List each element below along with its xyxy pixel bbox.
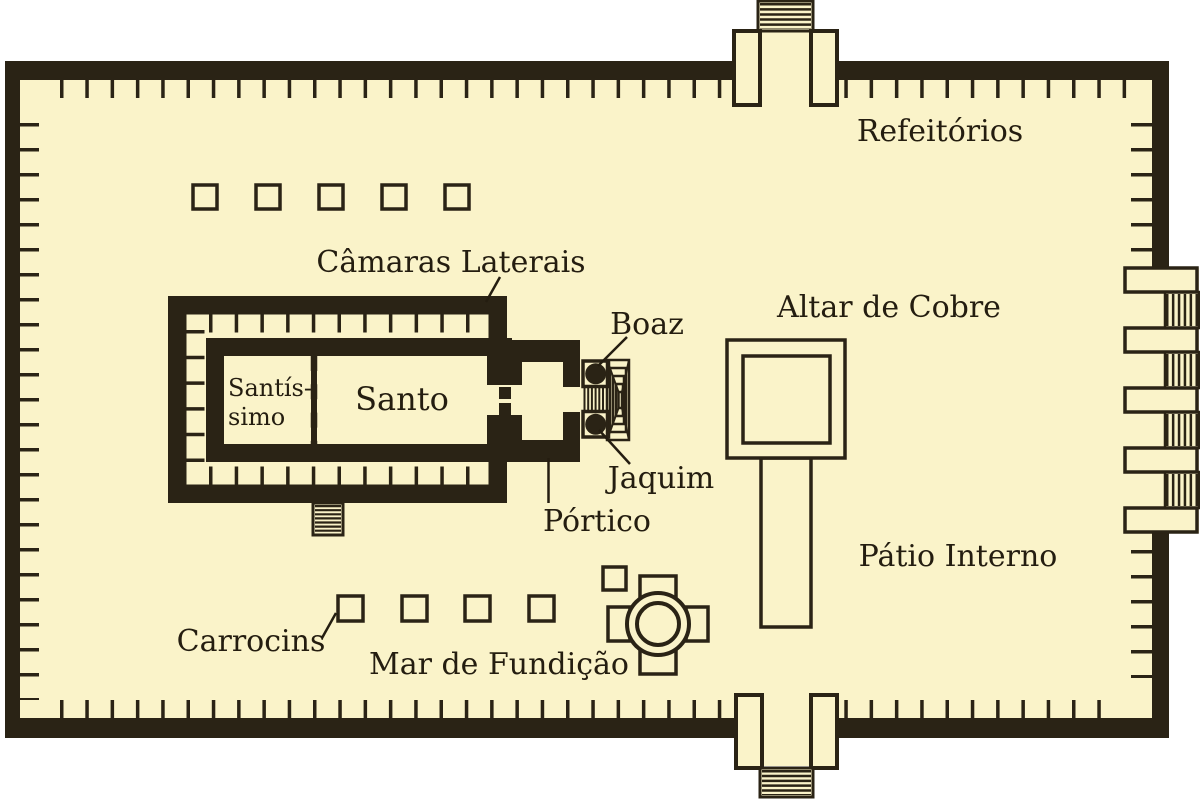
north-gate [732,0,839,107]
enclosure-stairs-border [311,501,345,537]
molten-sea [601,565,710,676]
laver-cart [601,565,628,592]
pointer-lines [320,276,631,639]
pointer-carrocins [320,612,338,639]
east-stairs-1 [1163,290,1200,330]
label-portico: Pórtico [543,504,651,539]
pillar-base [443,183,471,211]
entrance-frame-5 [617,390,624,410]
portico-west-wall-upper [510,362,522,387]
east-room-1 [1123,266,1199,294]
label-patio-interno: Pátio Interno [859,539,1058,574]
label-refeitorios: Refeitórios [857,114,1023,149]
colonnade-ticks [19,80,1152,718]
east-gate-chambers [1123,266,1200,534]
portico-front [581,358,631,442]
pointer-boaz [597,336,628,367]
pillar-base [254,183,282,211]
east-chamber-rooms [1123,266,1199,534]
jaquim-pillar [585,413,607,435]
portico-east-wall-upper [563,362,580,387]
pointer-camaras-laterais [484,276,502,303]
pillar-base [317,183,345,211]
portico-interior [522,362,563,440]
laver-cart [400,594,429,623]
entrance-steps [605,358,631,442]
altar-ramp [759,456,813,629]
laver-cart [463,594,492,623]
bronze-altar [725,338,847,629]
north-gate-west-tower [732,29,762,107]
north-gate-east-tower [809,29,839,107]
most-holy-room [224,356,311,444]
entrance-frame-2 [608,366,628,434]
enclosure-stairs [311,501,345,537]
east-room-5 [1123,506,1199,534]
sea-basin-inner [635,601,681,647]
laver-cart [336,594,365,623]
labels: Refeitórios Câmaras Laterais Boaz Jaquim… [177,114,1058,682]
east-stairs-4 [1163,470,1200,510]
entrance-frame-1 [605,358,631,442]
door-post-north [499,387,511,399]
east-room-4 [1123,446,1199,474]
holy-room [317,356,487,444]
south-gate [734,693,839,799]
portico-west-wall-lower [510,412,522,440]
label-camaras-laterais: Câmaras Laterais [316,245,585,280]
label-carrocins: Carrocins [177,624,326,659]
south-gate-west-tower [734,693,764,770]
north-gate-stairs-border [756,0,815,33]
label-jaquim: Jaquim [605,461,714,496]
east-stairs-3 [1163,410,1200,450]
altar-hearth [741,354,832,445]
label-santissimo-line2: simo [228,403,285,431]
east-room-3 [1123,386,1199,414]
label-santo: Santo [355,380,449,418]
boaz-pillar [585,363,607,385]
entrance-diagonal-br [621,407,630,441]
pointer-jaquim [598,429,631,465]
label-boaz: Boaz [610,307,684,342]
label-mar-de-fundicao: Mar de Fundição [369,647,629,682]
portico-south-wall [510,440,580,462]
portico-east-wall-lower [563,412,580,440]
entrance-diagonal-tl [606,359,620,393]
south-gate-stairs-border [758,766,815,799]
pillar-bases-row [191,183,471,211]
temple-building [206,338,580,462]
portico-north-wall [510,340,580,362]
entrance-diagonal-tr [621,359,630,393]
north-gate-passage [759,32,812,103]
pillar-base [191,183,219,211]
laver-carts-row [336,594,556,623]
laver-cart [527,594,556,623]
door-post-south [499,403,511,415]
south-gate-passage [762,696,811,766]
label-altar-de-cobre: Altar de Cobre [776,290,1001,325]
south-gate-east-tower [809,693,839,770]
entrance-diagonal-bl [606,407,620,441]
pillar-base [380,183,408,211]
east-room-2 [1123,326,1199,354]
east-stairs-2 [1163,350,1200,390]
label-santissimo-line1: Santís- [228,374,312,402]
